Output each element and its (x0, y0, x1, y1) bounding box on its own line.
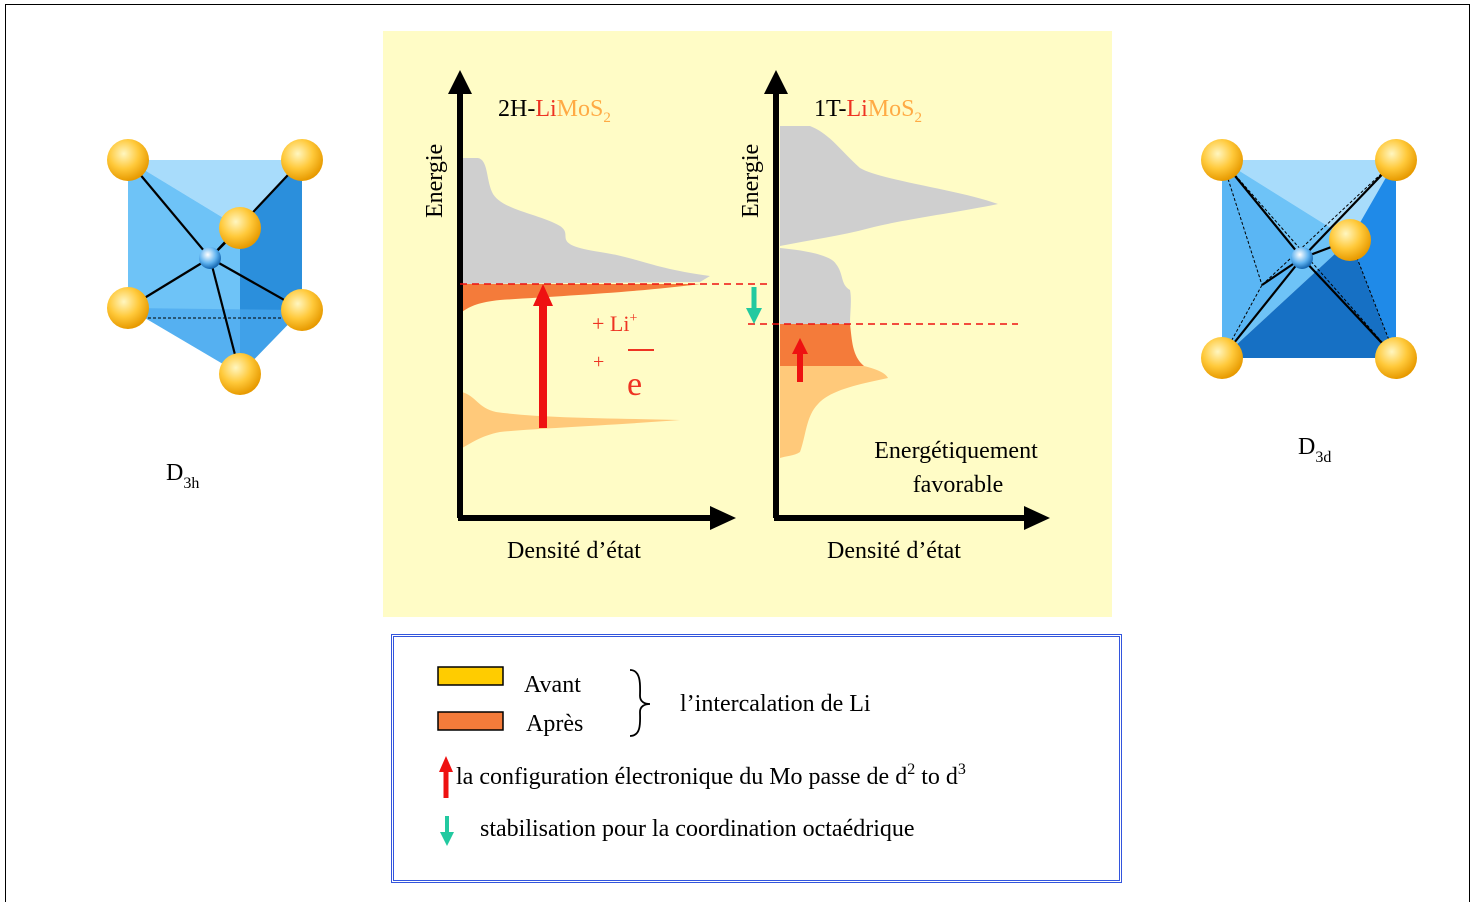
after-band (462, 284, 700, 312)
s-atom (1201, 337, 1243, 379)
before-band (462, 392, 680, 448)
gray-band (462, 158, 710, 284)
s-atom (1329, 219, 1371, 261)
legend-intercalation: l’intercalation de Li (680, 691, 871, 717)
gray-band (780, 126, 998, 246)
title-1t: 1T-LiMoS2 (814, 96, 922, 126)
green-arrow-icon (440, 832, 454, 846)
mo-atom (1291, 247, 1313, 269)
s-atom (1375, 337, 1417, 379)
x-label-2h: Densité d’état (507, 538, 641, 564)
s-atom (107, 139, 149, 181)
li-plus-label: + Li+ (592, 311, 637, 336)
y-label-1t: Energie (738, 144, 764, 218)
legend-content (437, 666, 651, 846)
dos-diagram-1t (746, 70, 1050, 530)
brace-icon (629, 669, 651, 737)
gray-band (780, 248, 851, 324)
d3d-label: D3d (1298, 434, 1331, 466)
legend-box (391, 634, 1122, 883)
favorable-note-line1: Energétiquement (874, 438, 1038, 464)
electron-plus: + (593, 351, 604, 373)
s-atom (219, 353, 261, 395)
s-atom (281, 289, 323, 331)
legend-config: la configuration électronique du Mo pass… (456, 761, 966, 790)
d3h-label: D3h (166, 460, 199, 492)
legend-stabilisation: stabilisation pour la coordination octaé… (480, 816, 915, 842)
mo-atom (199, 247, 221, 269)
favorable-note-line2: favorable (913, 472, 1004, 498)
before-band (780, 366, 888, 458)
x-label-1t: Densité d’état (827, 538, 961, 564)
after-band (780, 324, 864, 366)
s-atom (281, 139, 323, 181)
s-atom (1201, 139, 1243, 181)
legend-apres: Après (526, 711, 583, 737)
after-swatch (437, 711, 504, 731)
trigonal-prism-structure (107, 139, 323, 395)
s-atom (1375, 139, 1417, 181)
before-swatch (437, 666, 504, 686)
legend-avant: Avant (524, 672, 581, 698)
s-atom (219, 207, 261, 249)
electron-symbol: e (627, 366, 642, 403)
octahedral-structure (1201, 139, 1417, 379)
title-2h: 2H-LiMoS2 (498, 96, 611, 126)
dos-diagram-2h (448, 70, 770, 530)
red-arrow-icon (439, 756, 453, 772)
s-atom (107, 287, 149, 329)
y-label-2h: Energie (422, 144, 448, 218)
